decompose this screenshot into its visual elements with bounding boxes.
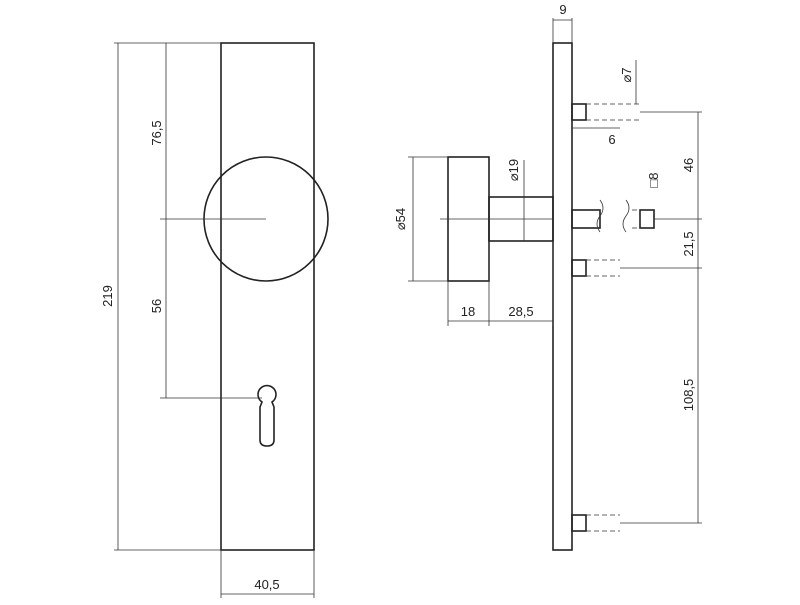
front-dimensions: 219 76,5 56 40,5 — [100, 42, 315, 598]
dim-spindle-square: □8 — [646, 172, 661, 187]
dim-lower-to-bottom-screw: 108,5 — [681, 379, 696, 412]
backplate — [220, 42, 315, 551]
top-screw — [571, 103, 587, 121]
plate-side — [552, 42, 573, 551]
front-view — [160, 42, 329, 551]
dim-knob-depth: 18 — [461, 304, 475, 319]
dim-neck-length: 28,5 — [508, 304, 533, 319]
dim-neck-diameter: ⌀19 — [506, 159, 521, 181]
spindle — [571, 209, 601, 229]
dim-plate-thickness: 9 — [559, 2, 566, 17]
dim-knob-diameter: ⌀54 — [393, 208, 408, 230]
spindle-end — [639, 209, 655, 229]
middle-screw — [571, 259, 587, 277]
dim-screw-length: 6 — [608, 132, 615, 147]
dim-plate-width: 40,5 — [254, 577, 279, 592]
dim-plate-height: 219 — [100, 285, 115, 307]
side-view — [440, 42, 655, 551]
bottom-screw — [571, 514, 587, 532]
dim-knob-to-top: 76,5 — [149, 120, 164, 145]
dim-spindle-to-lower-screw: 21,5 — [681, 231, 696, 256]
dim-knob-to-keyhole: 56 — [149, 299, 164, 313]
dim-screw-diameter: ⌀7 — [619, 67, 634, 82]
side-dimensions: 9 ⌀54 ⌀19 18 28,5 ⌀7 6 □8 46 21,5 108,5 — [393, 2, 702, 524]
keyhole-icon — [257, 384, 277, 447]
dim-top-screw-to-spindle: 46 — [681, 158, 696, 172]
